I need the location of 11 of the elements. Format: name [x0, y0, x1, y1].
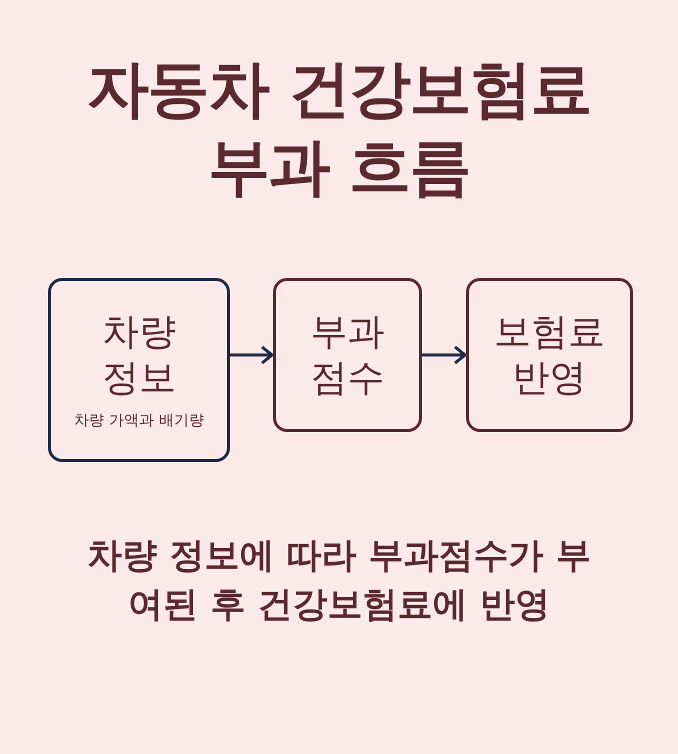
process-box — [466, 278, 633, 432]
process-box — [273, 278, 422, 432]
box-subtitle: 차량 가액과 배기량 — [74, 410, 204, 431]
caption: 차량 정보에 따라 부과점수가 부여된 후 건강보험료에 반영 — [86, 535, 592, 627]
title: 자동차 건강보험료 부과 흐름 — [86, 51, 592, 204]
box-title: 보험료 반영 — [492, 308, 606, 401]
arrow — [422, 346, 466, 364]
arrow — [230, 346, 274, 364]
process-box — [48, 278, 230, 462]
box-title: 차량 정보 — [100, 308, 177, 401]
box-title: 부과 점수 — [309, 308, 386, 401]
